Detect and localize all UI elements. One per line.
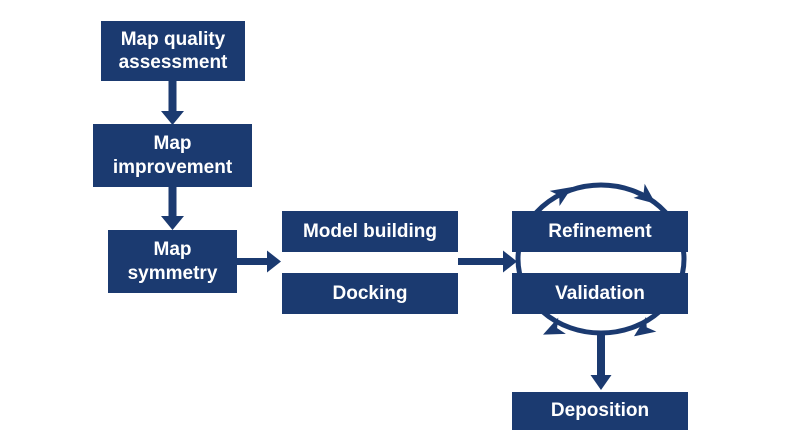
- node-deposition: Deposition: [512, 392, 688, 430]
- cycle-ellipse: [515, 182, 687, 336]
- node-model-building: Model building: [282, 211, 458, 252]
- cycle-arrowhead-top-right-icon: [633, 183, 656, 204]
- node-map-improvement: Map improvement: [93, 124, 252, 187]
- arrow-quality-to-improvement: [161, 81, 184, 125]
- arrow-symmetry-to-building: [237, 250, 281, 273]
- cycle-arrowhead-top-left-icon: [549, 187, 573, 206]
- node-map-symmetry: Map symmetry: [108, 230, 237, 293]
- cycle-arrowhead-bottom-left-icon: [543, 317, 566, 335]
- node-docking: Docking: [282, 273, 458, 314]
- node-map-quality-assessment: Map quality assessment: [101, 21, 245, 81]
- node-refinement: Refinement: [512, 211, 688, 252]
- arrow-improvement-to-symmetry: [161, 187, 184, 230]
- arrow-building-to-refinement: [458, 250, 517, 273]
- node-validation: Validation: [512, 273, 688, 314]
- cycle-arrowhead-bottom-right-icon: [633, 316, 657, 337]
- arrow-cycle-to-deposition: [590, 334, 612, 390]
